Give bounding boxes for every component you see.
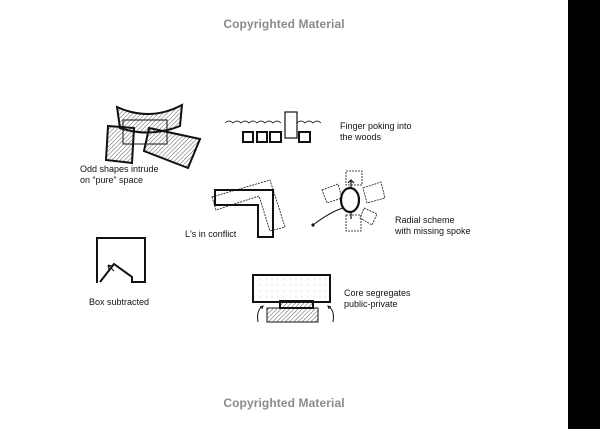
caption-line: Box subtracted <box>89 297 150 307</box>
caption-line: with missing spoke <box>395 226 471 236</box>
radial-scheme-sketch <box>311 170 386 232</box>
caption-line: the woods <box>340 132 382 142</box>
caption-line: on “pure” space <box>80 175 144 185</box>
odd-shapes-sketch <box>104 103 202 170</box>
caption-odd-shapes: Odd shapes intrude on “pure” space <box>80 164 159 186</box>
finger-sketch <box>224 111 322 143</box>
box-subtracted-sketch <box>96 237 146 283</box>
page-edge-black-bar <box>568 0 600 429</box>
caption-line: Finger poking into <box>340 121 412 131</box>
caption-ls-conflict: L's in conflict <box>185 229 236 240</box>
caption-box-subtracted: Box subtracted <box>89 297 149 308</box>
caption-line: Odd shapes intrude <box>80 164 159 174</box>
caption-line: Radial scheme <box>395 215 455 225</box>
caption-line: public-private <box>344 299 398 309</box>
caption-line: Core segregates <box>344 288 411 298</box>
caption-finger: Finger poking into the woods <box>340 121 412 143</box>
watermark-top: Copyrighted Material <box>223 17 345 31</box>
ls-conflict-sketch <box>211 179 286 238</box>
caption-radial: Radial scheme with missing spoke <box>395 215 471 237</box>
core-sketch <box>252 274 334 323</box>
watermark-bottom: Copyrighted Material <box>223 396 345 410</box>
caption-core: Core segregates public-private <box>344 288 411 310</box>
caption-line: L's in conflict <box>185 229 237 239</box>
